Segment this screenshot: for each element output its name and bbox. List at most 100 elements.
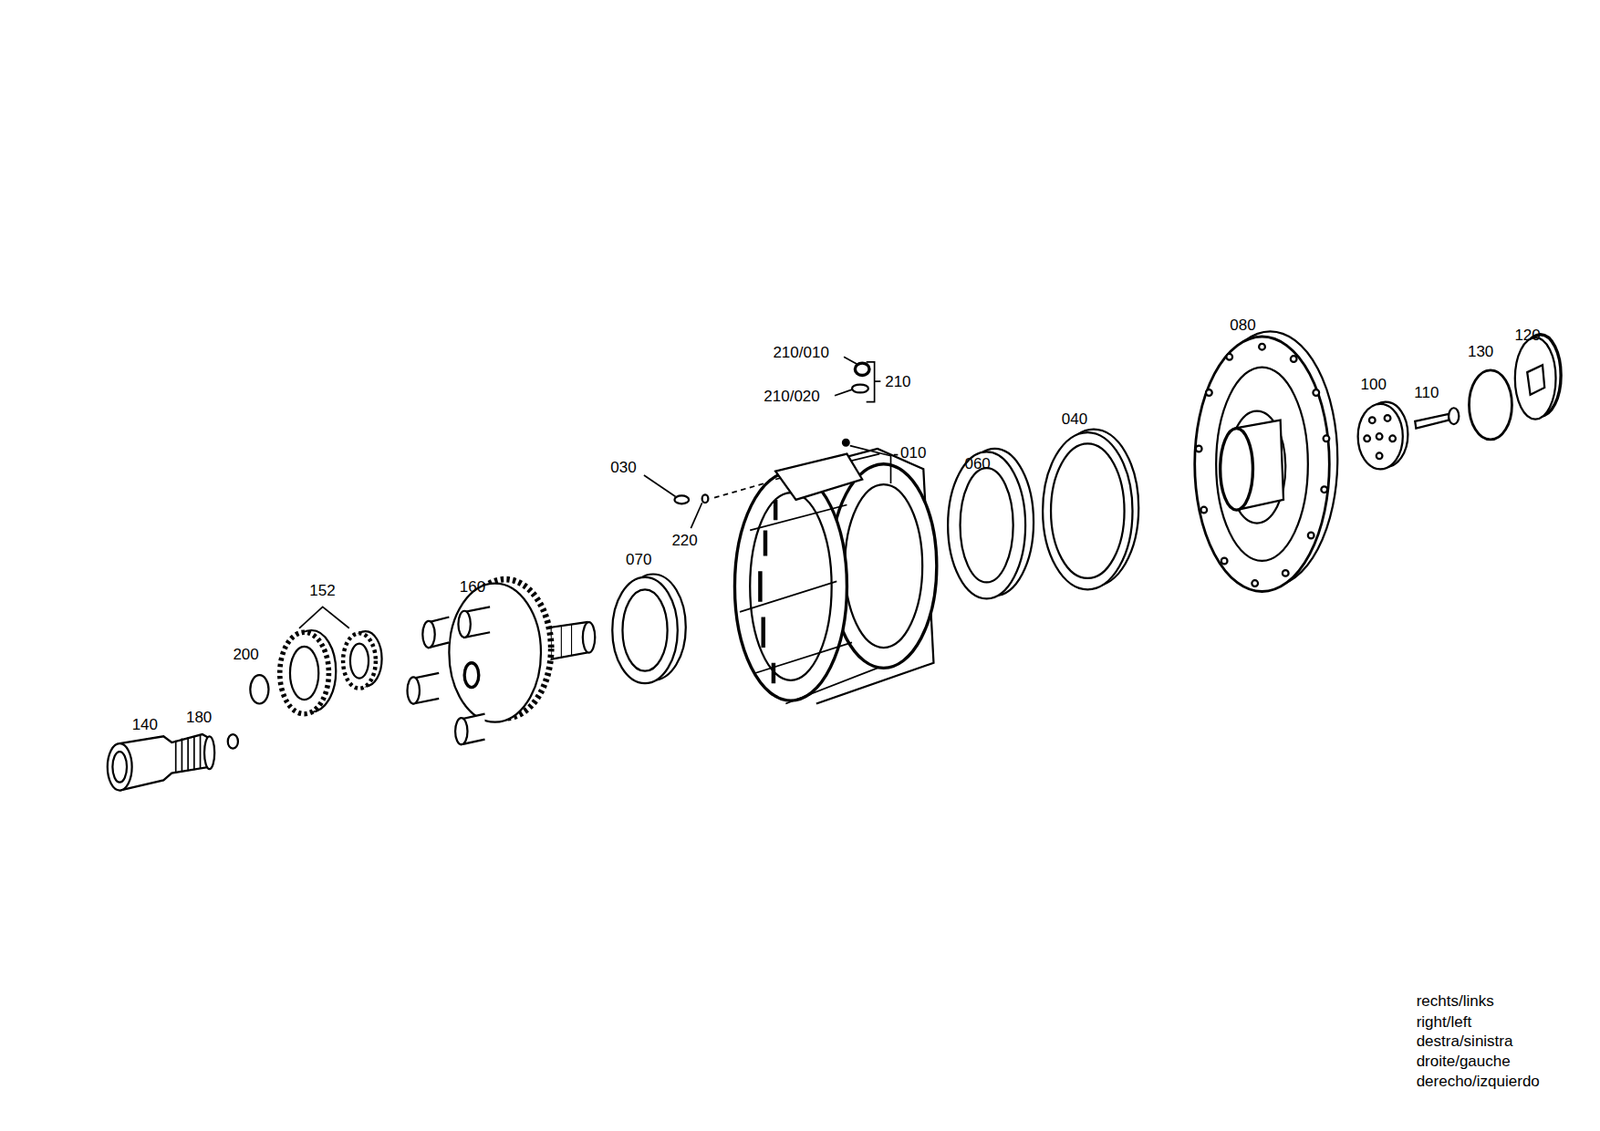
bearing-060 — [947, 448, 1034, 599]
drawing-stroke — [1251, 580, 1258, 587]
drawing-stroke — [204, 736, 215, 769]
callout-number: 160 — [459, 579, 486, 595]
drawing-stroke — [702, 494, 709, 503]
drawing-stroke — [674, 495, 689, 504]
drawing-stroke — [1515, 337, 1557, 419]
side-note: destra/sinistra — [1416, 1032, 1514, 1049]
drawing-stroke — [280, 632, 330, 714]
drawing-stroke — [1042, 432, 1133, 590]
seal-040 — [1042, 429, 1139, 591]
bolt — [1414, 407, 1459, 428]
drawing-stroke — [119, 734, 209, 790]
drawing-stroke — [834, 389, 852, 396]
callout-number: 070 — [625, 551, 652, 568]
planet-carrier — [407, 579, 596, 745]
callout-number: 060 — [964, 455, 990, 471]
snap-ring — [249, 675, 269, 704]
side-note: rechts/links — [1416, 993, 1495, 1009]
drawing-stroke — [851, 384, 869, 394]
callout-number: 130 — [1467, 342, 1494, 359]
side-note: right/left — [1416, 1013, 1472, 1029]
drawing-stroke — [342, 633, 376, 688]
callout-number: 220 — [671, 531, 697, 548]
small-ring — [228, 734, 239, 749]
drawing-stroke — [1376, 452, 1383, 459]
callout-number: 040 — [1061, 410, 1088, 426]
drawing-stroke — [1200, 507, 1207, 514]
drawing-stroke — [1389, 435, 1396, 442]
drawing-stroke — [1376, 433, 1383, 440]
drawing-stroke — [1308, 532, 1315, 540]
drawing-stroke — [1358, 404, 1403, 470]
drawing-stroke — [455, 717, 468, 745]
drawing-stroke — [1290, 355, 1298, 363]
callout-number: 110 — [1413, 384, 1439, 400]
side-note: derecho/izquierdo — [1416, 1072, 1540, 1089]
drawing-stroke — [299, 606, 350, 628]
drawing-stroke — [1194, 336, 1330, 593]
drawing-stroke — [1527, 364, 1545, 395]
drawing-stroke — [582, 622, 595, 654]
breather-parts — [851, 363, 870, 393]
callout-number: 080 — [1229, 316, 1256, 333]
callout-number: 210/020 — [763, 388, 820, 405]
drawing-stroke — [107, 743, 133, 790]
callout-number: 120 — [1514, 326, 1540, 343]
drawing-stroke — [612, 577, 678, 684]
drawing-stroke — [1220, 428, 1254, 510]
drawing-stroke — [739, 454, 880, 705]
callout-number: 210 — [884, 374, 911, 390]
wheel-housing — [734, 439, 936, 705]
drawing-stroke — [112, 751, 127, 783]
drawing-stroke — [1282, 570, 1289, 577]
drawing-stroke — [448, 583, 541, 723]
drawing-stroke — [350, 644, 369, 679]
callout-number: 152 — [309, 581, 335, 598]
drawing-stroke — [850, 446, 899, 484]
drawing-stroke — [1205, 389, 1213, 396]
drawing-stroke — [622, 589, 667, 671]
callout-number: 210/010 — [772, 343, 829, 360]
drawing-stroke — [1050, 443, 1125, 579]
drawing-stroke — [422, 621, 435, 648]
cover — [1515, 334, 1561, 420]
wheel-hub — [1194, 331, 1339, 592]
drawing-stroke — [290, 646, 319, 700]
drawing-stroke — [1448, 407, 1459, 425]
callout-number: 010 — [900, 444, 926, 460]
thrust-disc — [1358, 402, 1409, 470]
callout-number: 200 — [232, 646, 259, 663]
callout-number: 100 — [1360, 375, 1386, 392]
drawing-stroke — [842, 439, 850, 447]
input-shaft — [107, 734, 215, 790]
drawing-stroke — [1323, 435, 1330, 442]
drawing-stroke — [1195, 446, 1203, 453]
drawing-stroke — [1320, 486, 1328, 493]
drawing-stroke — [1215, 367, 1309, 562]
drawing-stroke — [690, 502, 702, 529]
callout-number: 180 — [186, 709, 212, 726]
bearing-070 — [612, 574, 686, 685]
drawing-stroke — [947, 451, 1026, 599]
drawing-stroke — [854, 363, 870, 375]
sun-gears — [280, 630, 383, 715]
drawing-stroke — [844, 484, 923, 648]
drawing-stroke — [1363, 435, 1371, 442]
drawing-stroke — [464, 663, 479, 688]
drawing-stroke — [843, 356, 858, 364]
drawing-stroke — [759, 499, 776, 684]
drawing-stroke — [1414, 414, 1449, 429]
drawing-stroke — [960, 467, 1014, 582]
callout-number: 030 — [610, 459, 636, 476]
o-ring — [1468, 370, 1512, 440]
drawing-stroke — [176, 735, 201, 773]
drawing-stroke — [866, 362, 882, 403]
leader-lines — [299, 356, 898, 628]
drawing-stroke — [457, 611, 470, 638]
drawing-stroke — [407, 676, 420, 704]
drawing-stroke — [644, 475, 676, 497]
drawing-stroke — [1195, 343, 1330, 587]
drawing-stroke — [734, 472, 847, 701]
